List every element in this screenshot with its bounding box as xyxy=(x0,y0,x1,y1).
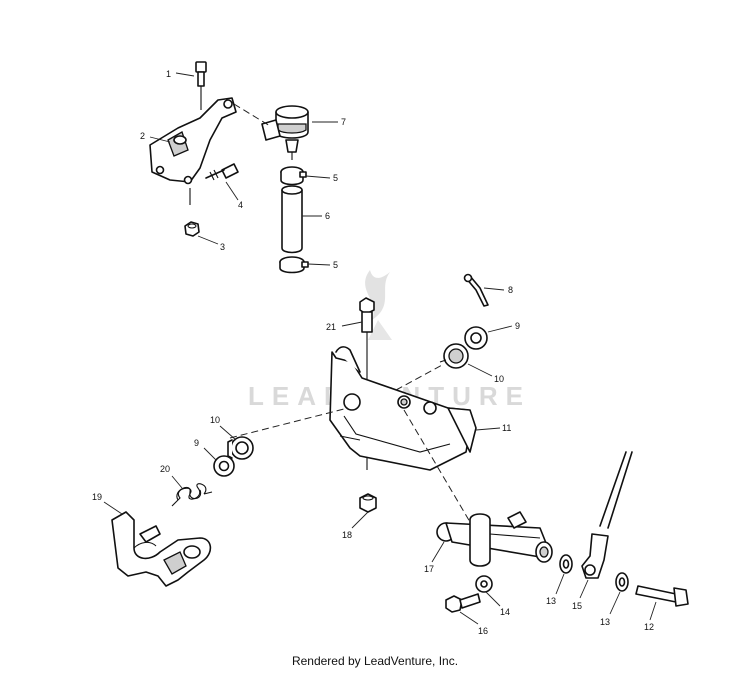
callout-13-left: 13 xyxy=(546,596,556,606)
part-15-rod-end xyxy=(581,451,633,579)
part-18-nut xyxy=(359,493,377,513)
dash-line-washer-plate xyxy=(229,407,349,439)
callout-20: 20 xyxy=(160,464,170,474)
callout-5-upper: 5 xyxy=(333,173,338,183)
part-2-bracket xyxy=(149,97,237,205)
callout-9-left: 9 xyxy=(194,438,199,448)
callout-1: 1 xyxy=(166,69,171,79)
part-14-washer xyxy=(475,575,493,593)
leader-lines xyxy=(103,72,657,625)
part-4-bolt xyxy=(205,163,239,181)
part-6-hose xyxy=(281,185,303,254)
callout-18: 18 xyxy=(342,530,352,540)
callout-12: 12 xyxy=(644,622,654,632)
callout-7: 7 xyxy=(341,117,346,127)
part-3-nut xyxy=(184,221,200,237)
part-19-pedal xyxy=(111,511,212,587)
part-10-bushing-upper xyxy=(439,343,469,369)
part-11-main-bracket xyxy=(329,346,477,471)
callout-6: 6 xyxy=(325,211,330,221)
callout-3: 3 xyxy=(220,242,225,252)
part-10-bushing-left xyxy=(227,436,254,460)
part-13-washer-left xyxy=(559,554,573,574)
footer-credit: Rendered by LeadVenture, Inc. xyxy=(291,654,459,668)
callout-16: 16 xyxy=(478,626,488,636)
callout-11: 11 xyxy=(502,423,511,433)
part-5-clamp-lower xyxy=(279,256,309,274)
part-1-bolt xyxy=(195,61,207,110)
part-12-bolt xyxy=(635,585,689,607)
part-13-washer-right xyxy=(615,572,629,592)
callout-2: 2 xyxy=(140,131,145,141)
dash-line-bushing-plate xyxy=(395,363,445,391)
part-16-bolt xyxy=(445,593,481,613)
part-9-washer-upper xyxy=(464,326,488,350)
callouts: 1 2 7 4 5 6 3 5 8 21 9 10 11 10 9 20 19 … xyxy=(92,69,654,636)
callout-5-lower: 5 xyxy=(333,260,338,270)
callout-17: 17 xyxy=(424,564,434,574)
part-8-cotter-pin xyxy=(463,273,489,307)
part-5-clamp-upper xyxy=(280,166,307,186)
callout-15: 15 xyxy=(572,601,582,611)
callout-9-upper: 9 xyxy=(515,321,520,331)
callout-10-upper: 10 xyxy=(494,374,504,384)
part-20-spring xyxy=(171,483,213,507)
part-9-washer-left xyxy=(213,455,235,477)
callout-13-right: 13 xyxy=(600,617,610,627)
callout-14: 14 xyxy=(500,607,510,617)
dash-line-bracket-reservoir xyxy=(233,103,271,127)
callout-8: 8 xyxy=(508,285,513,295)
callout-19: 19 xyxy=(92,492,102,502)
callout-10-left: 10 xyxy=(210,415,220,425)
callout-4: 4 xyxy=(238,200,243,210)
callout-21: 21 xyxy=(326,322,336,332)
part-7-reservoir xyxy=(261,105,309,160)
part-17-master-cylinder xyxy=(436,511,553,567)
